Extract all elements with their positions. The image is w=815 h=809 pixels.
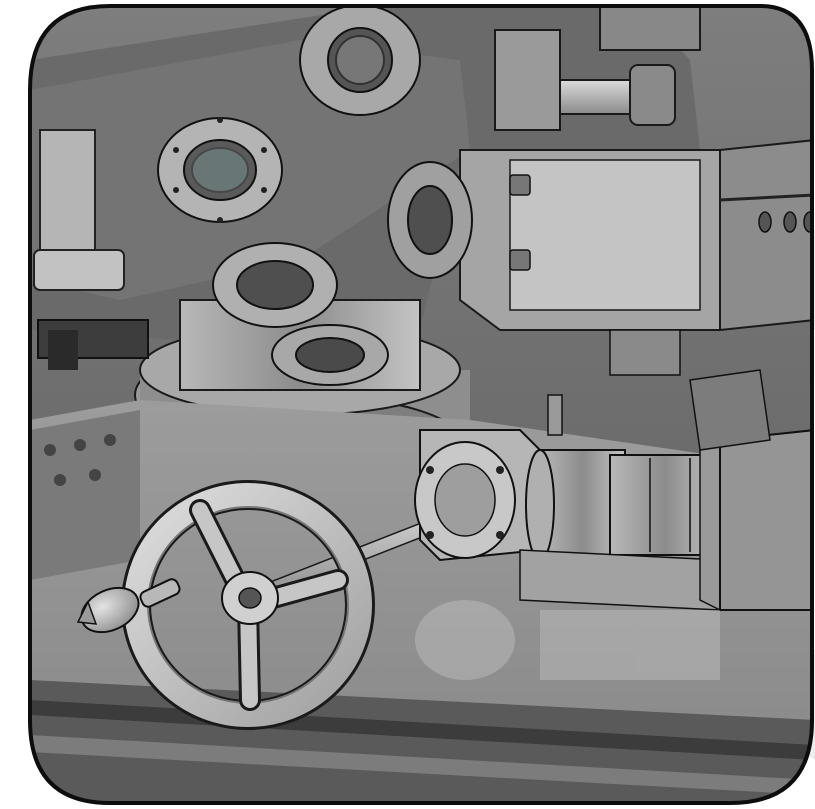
flange-port-icon <box>157 117 283 223</box>
frame-border <box>28 3 814 805</box>
coupling-icon <box>525 449 721 561</box>
handwheel-icon <box>76 480 375 730</box>
